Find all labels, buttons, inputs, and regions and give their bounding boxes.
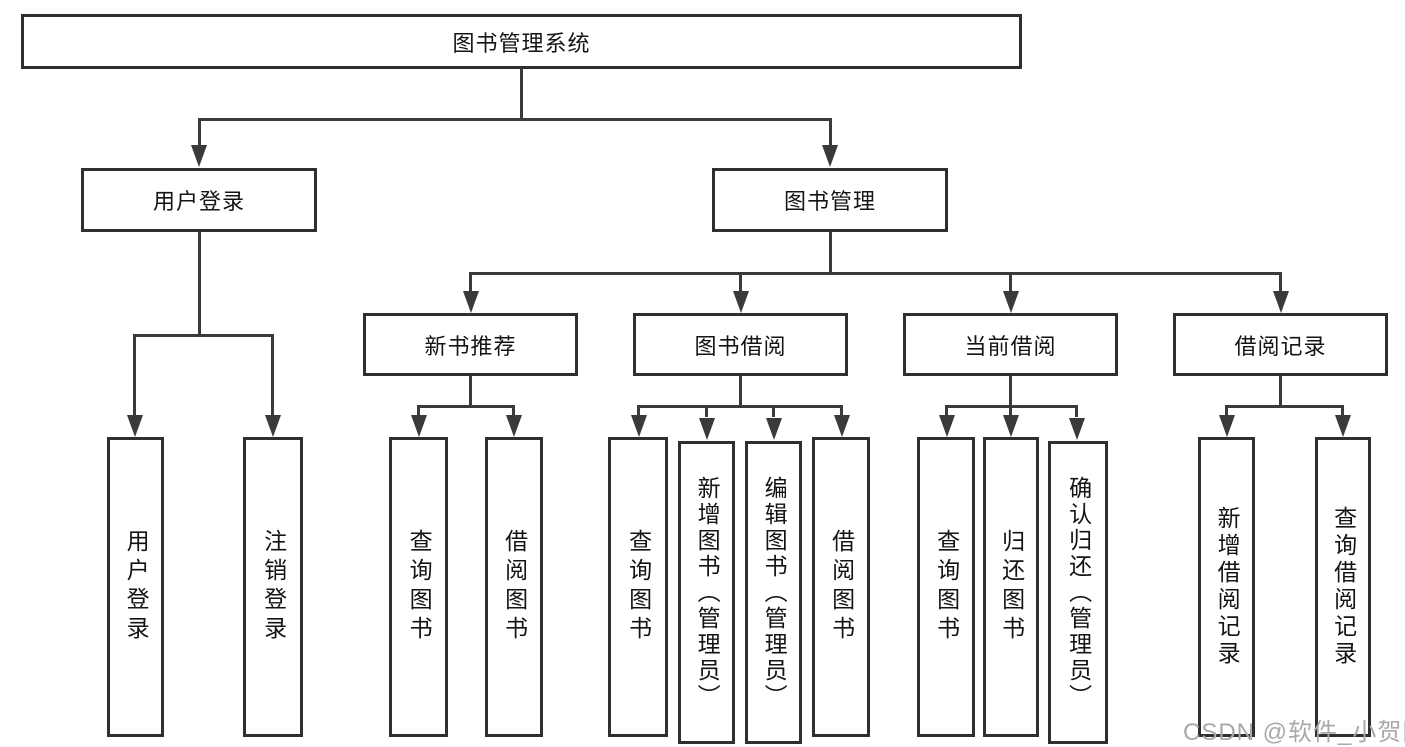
node-current-borrowing: 当前借阅 (903, 313, 1118, 376)
node-user-login-label: 用户登录 (152, 189, 245, 214)
arrow-down-icon (191, 145, 207, 167)
connector-shaft (1009, 405, 1012, 417)
connector-shaft (945, 405, 948, 417)
leaf-label: 编辑图书（管理员） (761, 475, 788, 710)
connector-shaft (271, 334, 274, 416)
arrow-down-icon (766, 418, 782, 440)
connector-shaft (739, 272, 742, 293)
connector-shaft (772, 405, 775, 417)
leaf-label: 新增借阅记录 (1214, 506, 1241, 668)
leaf-add-books-admin: 新增图书（管理员） (678, 441, 735, 744)
connector-root-stem (520, 68, 523, 118)
node-book-management-label: 图书管理 (783, 189, 876, 214)
connector-shaft (705, 405, 708, 417)
leaf-label: 归还图书 (998, 529, 1025, 645)
connector-shaft (1279, 272, 1282, 293)
leaf-label: 借阅图书 (828, 529, 855, 645)
connector-shaft (840, 405, 843, 417)
connector-stem (1009, 376, 1012, 405)
leaf-label: 用户登录 (123, 529, 150, 645)
node-root: 图书管理系统 (21, 14, 1022, 69)
arrow-down-icon (1219, 415, 1235, 437)
leaf-label: 注销登录 (260, 529, 287, 645)
leaf-query-books-current: 查询图书 (917, 437, 975, 737)
node-book-management: 图书管理 (712, 168, 948, 232)
connector-user-login-shaft (198, 118, 201, 147)
node-borrowing-records: 借阅记录 (1173, 313, 1388, 376)
leaf-confirm-return-admin: 确认归还（管理员） (1048, 441, 1108, 744)
arrow-down-icon (939, 415, 955, 437)
node-new-book-recommend: 新书推荐 (363, 313, 578, 376)
leaf-label: 查询图书 (406, 529, 433, 645)
arrow-down-icon (699, 418, 715, 440)
arrow-down-icon (506, 415, 522, 437)
arrow-down-icon (1273, 291, 1289, 313)
leaf-user-login: 用户登录 (107, 437, 164, 737)
connector-shaft (1341, 405, 1344, 417)
node-book-borrowing-label: 图书借阅 (694, 333, 787, 359)
leaf-label: 确认归还（管理员） (1065, 475, 1092, 710)
leaf-query-books-recommend: 查询图书 (389, 437, 448, 737)
arrow-down-icon (1069, 418, 1085, 440)
connector-shaft (417, 405, 420, 417)
connector-shaft (133, 334, 136, 416)
arrow-down-icon (127, 415, 143, 437)
node-user-login: 用户登录 (81, 168, 317, 232)
arrow-down-icon (631, 415, 647, 437)
leaf-logout: 注销登录 (243, 437, 303, 737)
connector-stem (739, 376, 742, 405)
leaf-label: 查询图书 (933, 529, 960, 645)
node-current-borrowing-label: 当前借阅 (964, 333, 1057, 359)
connector-level2-split (469, 272, 1282, 275)
leaf-query-borrow-record: 查询借阅记录 (1315, 437, 1371, 737)
arrow-down-icon (733, 291, 749, 313)
connector-shaft (1009, 272, 1012, 293)
connector-level1-split (198, 118, 832, 121)
node-root-label: 图书管理系统 (452, 30, 591, 56)
arrow-down-icon (265, 415, 281, 437)
arrow-down-icon (411, 415, 427, 437)
leaf-return-books: 归还图书 (983, 437, 1039, 737)
connector-book-mgmt-shaft (829, 118, 832, 147)
connector-shaft (469, 272, 472, 293)
arrow-down-icon (1335, 415, 1351, 437)
leaf-add-borrow-record: 新增借阅记录 (1198, 437, 1255, 737)
connector-split (637, 405, 842, 408)
connector-user-login-stem (198, 232, 201, 334)
node-new-book-recommend-label: 新书推荐 (424, 333, 517, 359)
connector-stem (469, 376, 472, 405)
connector-shaft (1225, 405, 1228, 417)
connector-shaft (637, 405, 640, 417)
leaf-label: 查询借阅记录 (1330, 506, 1357, 668)
connector-split (417, 405, 514, 408)
leaf-query-books-borrowing: 查询图书 (608, 437, 668, 737)
node-book-borrowing: 图书借阅 (633, 313, 848, 376)
leaf-edit-books-admin: 编辑图书（管理员） (745, 441, 802, 744)
node-borrowing-records-label: 借阅记录 (1234, 333, 1327, 359)
arrow-down-icon (834, 415, 850, 437)
csdn-watermark: CSDN @软件_小贺同学 (1183, 719, 1405, 746)
arrow-down-icon (822, 145, 838, 167)
leaf-label: 新增图书（管理员） (694, 475, 721, 710)
connector-shaft (512, 405, 515, 417)
connector-split (1225, 405, 1342, 408)
leaf-borrow-books: 借阅图书 (812, 437, 870, 737)
leaf-label: 查询图书 (625, 529, 652, 645)
arrow-down-icon (463, 291, 479, 313)
arrow-down-icon (1003, 415, 1019, 437)
connector-stem (1279, 376, 1282, 405)
leaf-label: 借阅图书 (501, 529, 528, 645)
connector-shaft (1075, 405, 1078, 417)
arrow-down-icon (1003, 291, 1019, 313)
connector-user-login-split (133, 334, 274, 337)
leaf-borrow-books-recommend: 借阅图书 (485, 437, 543, 737)
connector-book-mgmt-stem (829, 232, 832, 272)
